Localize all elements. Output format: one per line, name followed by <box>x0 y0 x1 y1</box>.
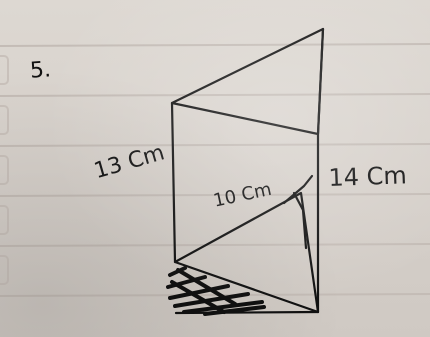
shaded-corner <box>166 266 266 316</box>
ruled-line <box>0 143 430 147</box>
bottom-triangle <box>173 191 320 314</box>
right-edge <box>316 27 325 314</box>
side-label-14cm: 14 Cm <box>327 161 408 192</box>
ruled-line <box>0 43 430 47</box>
problem-number: 5. <box>29 57 52 84</box>
margin-box <box>0 205 9 235</box>
ruled-line <box>0 243 430 247</box>
shade-stroke <box>176 268 237 306</box>
margin-box <box>0 155 9 185</box>
margin-box <box>0 255 9 285</box>
vertex-marker <box>282 174 314 205</box>
vertex-marker-2 <box>292 191 308 250</box>
ruled-line <box>0 193 430 197</box>
margin-box <box>0 105 9 135</box>
shade-stroke <box>170 280 226 314</box>
ruled-line <box>0 293 430 297</box>
shade-stroke <box>173 292 250 308</box>
margin-box <box>0 55 9 85</box>
margin-boxes <box>0 55 9 285</box>
ruled-line <box>0 93 430 97</box>
ruled-lines <box>0 43 430 297</box>
left-edge <box>170 101 177 264</box>
shade-stroke <box>203 305 266 316</box>
shade-stroke <box>182 300 264 314</box>
shade-stroke <box>168 284 230 300</box>
prism-sketch <box>170 27 325 315</box>
bottom-edge <box>174 310 320 315</box>
